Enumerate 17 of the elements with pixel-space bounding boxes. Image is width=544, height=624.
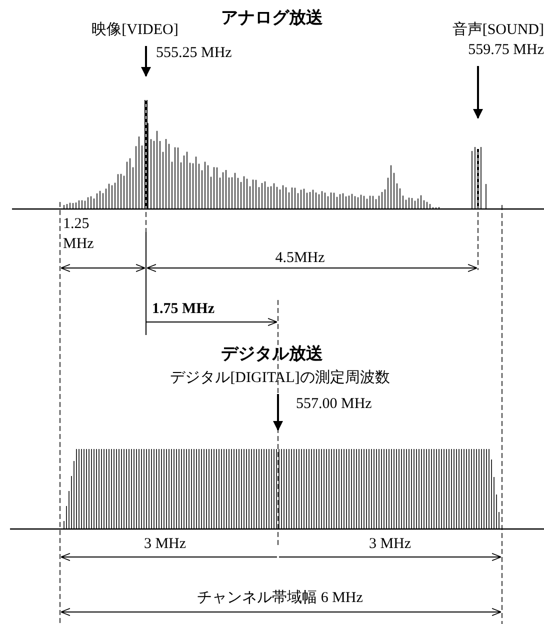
dimension-label: 3 MHz (142, 535, 188, 554)
callout-text: 559.75 MHz (467, 41, 544, 60)
dimension-label: 557.00 MHz (296, 395, 373, 414)
arrow (473, 66, 483, 119)
section-heading: デジタル放送 (220, 343, 324, 366)
arrow (141, 46, 151, 77)
arrow (273, 394, 283, 431)
callout-text: 映像[VIDEO] (90, 20, 180, 40)
dimension-label: チャンネル帯域幅 6 MHz (196, 588, 364, 608)
dimension-label: 3 MHz (368, 535, 412, 554)
callout-text: 音声[SOUND] (451, 20, 544, 40)
section-heading: アナログ放送 (220, 7, 324, 30)
dimension-label: 1.75 MHz (152, 300, 216, 319)
dimension-label: 555.25 MHz (156, 44, 233, 63)
callout-text: デジタル[DIGITAL]の測定周波数 (169, 368, 391, 388)
dimension-label: 4.5MHz (274, 249, 326, 268)
dimension-label: 1.25 MHz (63, 215, 95, 254)
